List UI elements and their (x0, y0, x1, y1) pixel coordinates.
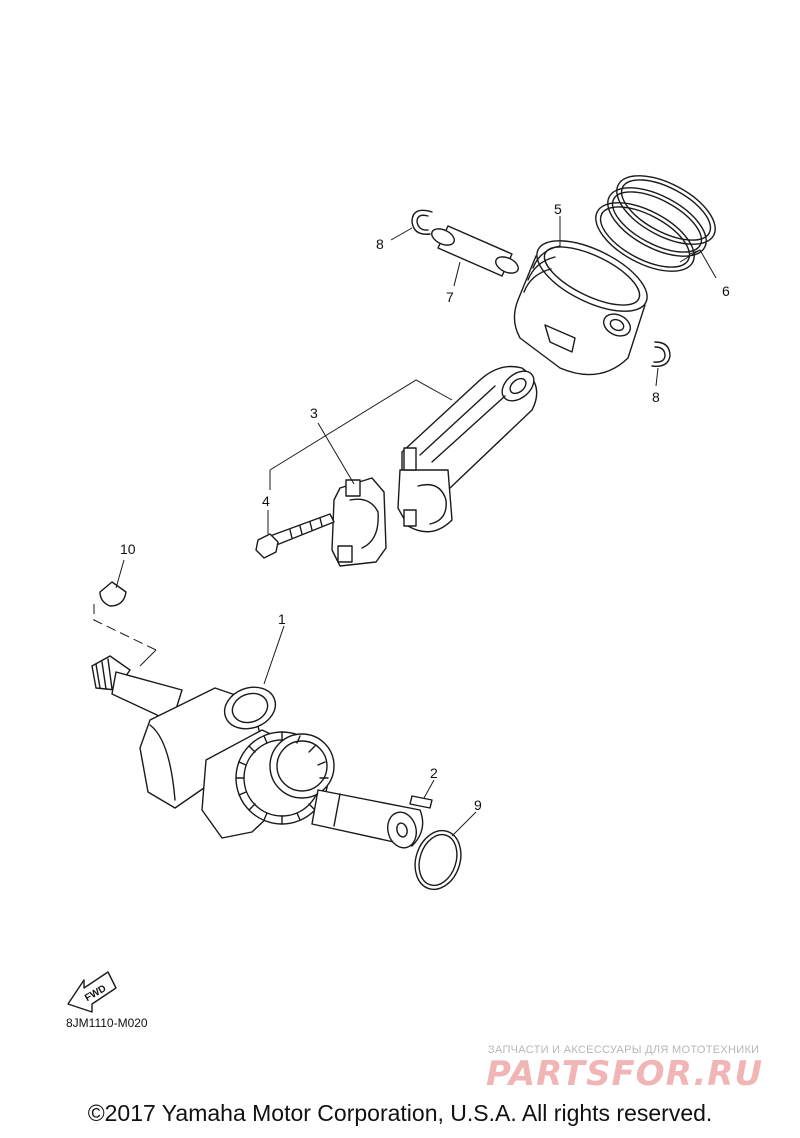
watermark-tagline: ЗАПЧАСТИ И АКСЕССУАРЫ ДЛЯ МОТОТЕХНИКИ (488, 1044, 760, 1056)
callout-2: 2 (430, 765, 438, 781)
woodruff-key (99, 581, 127, 607)
piston (513, 240, 648, 376)
callout-10: 10 (120, 541, 136, 557)
callout-9: 9 (474, 797, 482, 813)
watermark-logo: PARTSFOR.RU (486, 1054, 764, 1094)
copyright-notice: ©2017 Yamaha Motor Corporation, U.S.A. A… (87, 1100, 713, 1126)
leader-lines (93, 216, 717, 837)
callout-3: 3 (310, 405, 318, 421)
dowel-pin (409, 795, 433, 809)
o-ring (414, 829, 462, 891)
callout-6: 6 (722, 283, 730, 299)
rod-bolt (255, 513, 335, 559)
diagram-code: 8JM1110-M020 (66, 1016, 148, 1030)
callout-4: 4 (262, 493, 270, 509)
fwd-arrow-icon: FWD (67, 971, 117, 1013)
callout-8-lower: 8 (652, 389, 660, 405)
callout-7: 7 (446, 289, 454, 305)
callout-labels: 8 5 7 6 8 3 4 10 1 2 9 (120, 201, 730, 813)
piston-rings (595, 175, 716, 272)
circlip-upper (411, 209, 433, 235)
piston-pin (431, 225, 519, 277)
crankshaft (91, 655, 424, 849)
connecting-rod (397, 365, 538, 533)
callout-5: 5 (554, 201, 562, 217)
callout-1: 1 (278, 611, 286, 627)
connecting-rod-cap (331, 477, 387, 567)
callout-8-upper: 8 (376, 236, 384, 252)
circlip-lower (651, 341, 671, 367)
